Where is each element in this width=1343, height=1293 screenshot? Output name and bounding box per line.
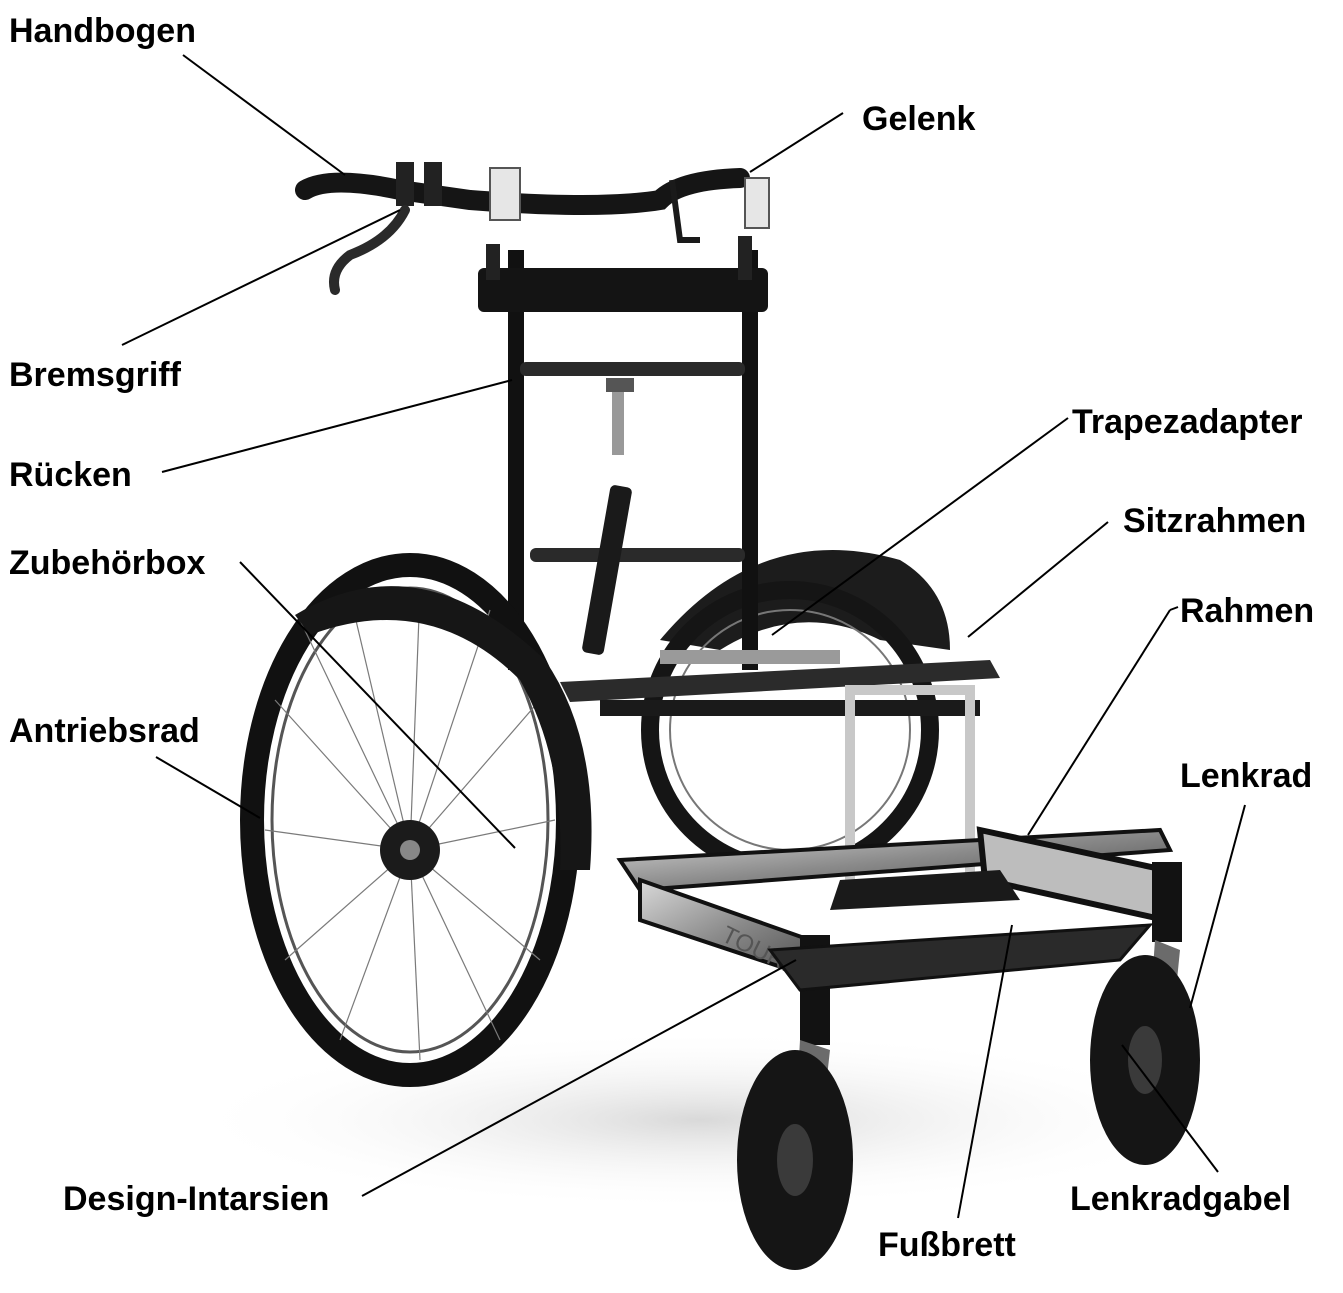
leader-rahmen-b	[1028, 610, 1170, 835]
drive-wheel-left	[252, 565, 592, 1075]
label-gelenk: Gelenk	[862, 102, 975, 136]
label-lenkrad: Lenkrad	[1180, 759, 1312, 793]
label-fussbrett: Fußbrett	[878, 1228, 1016, 1262]
label-bremsgriff: Bremsgriff	[9, 358, 181, 392]
label-ruecken: Rücken	[9, 458, 132, 492]
label-antriebsrad: Antriebsrad	[9, 714, 200, 748]
label-rahmen: Rahmen	[1180, 594, 1314, 628]
leader-handbogen	[183, 55, 345, 175]
label-handbogen: Handbogen	[9, 14, 196, 48]
gas-spring	[581, 378, 634, 656]
label-trapezadapter: Trapezadapter	[1072, 405, 1303, 439]
label-sitzrahmen: Sitzrahmen	[1123, 504, 1306, 538]
leader-rahmen-a	[1170, 607, 1178, 610]
leader-sitzrahmen	[968, 522, 1108, 637]
label-zubehoerbox: Zubehörbox	[9, 546, 205, 580]
label-design-intarsien: Design-Intarsien	[63, 1182, 329, 1216]
leader-bremsgriff	[122, 210, 400, 345]
leader-lenkrad	[1190, 805, 1245, 1008]
leader-gelenk	[750, 113, 843, 172]
label-lenkradgabel: Lenkradgabel	[1070, 1182, 1291, 1216]
leader-ruecken	[162, 380, 512, 472]
caster-right	[1090, 940, 1200, 1165]
